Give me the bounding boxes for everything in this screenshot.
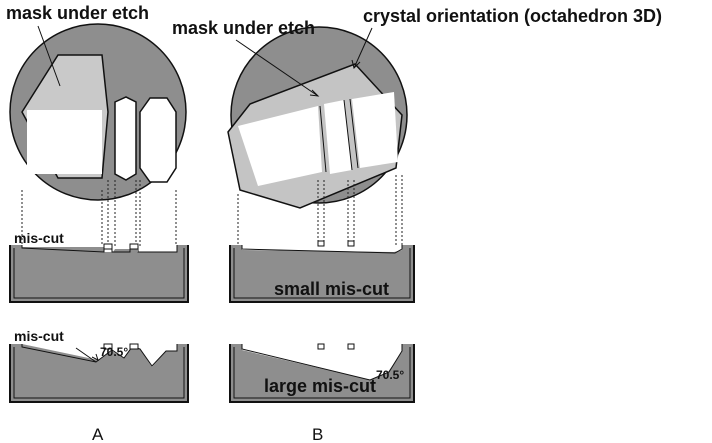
pointer-mask-b [235, 39, 319, 97]
mask-b-small-1 [317, 240, 325, 247]
cross-section-a-large [9, 343, 189, 403]
label-panel-a: A [92, 425, 104, 443]
mask-b-left [238, 106, 322, 186]
wafer-a-top-view [9, 23, 187, 201]
label-crystal-orientation: crystal orientation (octahedron 3D) [363, 6, 662, 26]
label-panel-b: B [312, 425, 323, 443]
label-mis-cut-bottom: mis-cut [14, 328, 64, 344]
pointer-lines [37, 25, 373, 97]
substrate-a-large [10, 344, 188, 402]
wafer-a-hexagon-right [139, 97, 177, 183]
mask-b-large-2 [347, 343, 355, 350]
mask-a-large-1 [103, 343, 113, 350]
mask-b-large-1 [317, 343, 325, 350]
substrate-b-small [230, 245, 414, 302]
mask-b-middle [324, 100, 352, 174]
label-large-mis-cut: large mis-cut [264, 376, 376, 396]
mask-a-small-2 [129, 243, 139, 250]
label-angle-b: 70.5° [376, 368, 404, 382]
mask-a-large-2 [129, 343, 139, 350]
projection-lines-b [237, 175, 403, 246]
wafer-b-top-view [227, 26, 408, 209]
cross-section-b-small [229, 240, 415, 303]
pointer-mask-a [37, 25, 61, 87]
mask-a-left [27, 110, 102, 174]
label-mask-under-etch-a: mask under etch [6, 3, 149, 23]
label-small-mis-cut: small mis-cut [274, 279, 389, 299]
label-mis-cut-top: mis-cut [14, 230, 64, 246]
cross-section-a-small [9, 243, 189, 303]
cross-section-b-large [229, 343, 415, 403]
pointer-crystal [353, 27, 373, 69]
substrate-a-small [10, 245, 188, 302]
wafer-a-hexagon-middle [114, 96, 137, 181]
mask-b-small-2 [347, 240, 355, 247]
label-angle-a: 70.5° [100, 345, 128, 359]
mask-b-right [352, 92, 398, 168]
projection-lines-a [21, 180, 177, 246]
substrate-b-large [230, 344, 414, 402]
mask-a-small-1 [103, 243, 113, 250]
label-mask-under-etch-b: mask under etch [172, 18, 315, 38]
